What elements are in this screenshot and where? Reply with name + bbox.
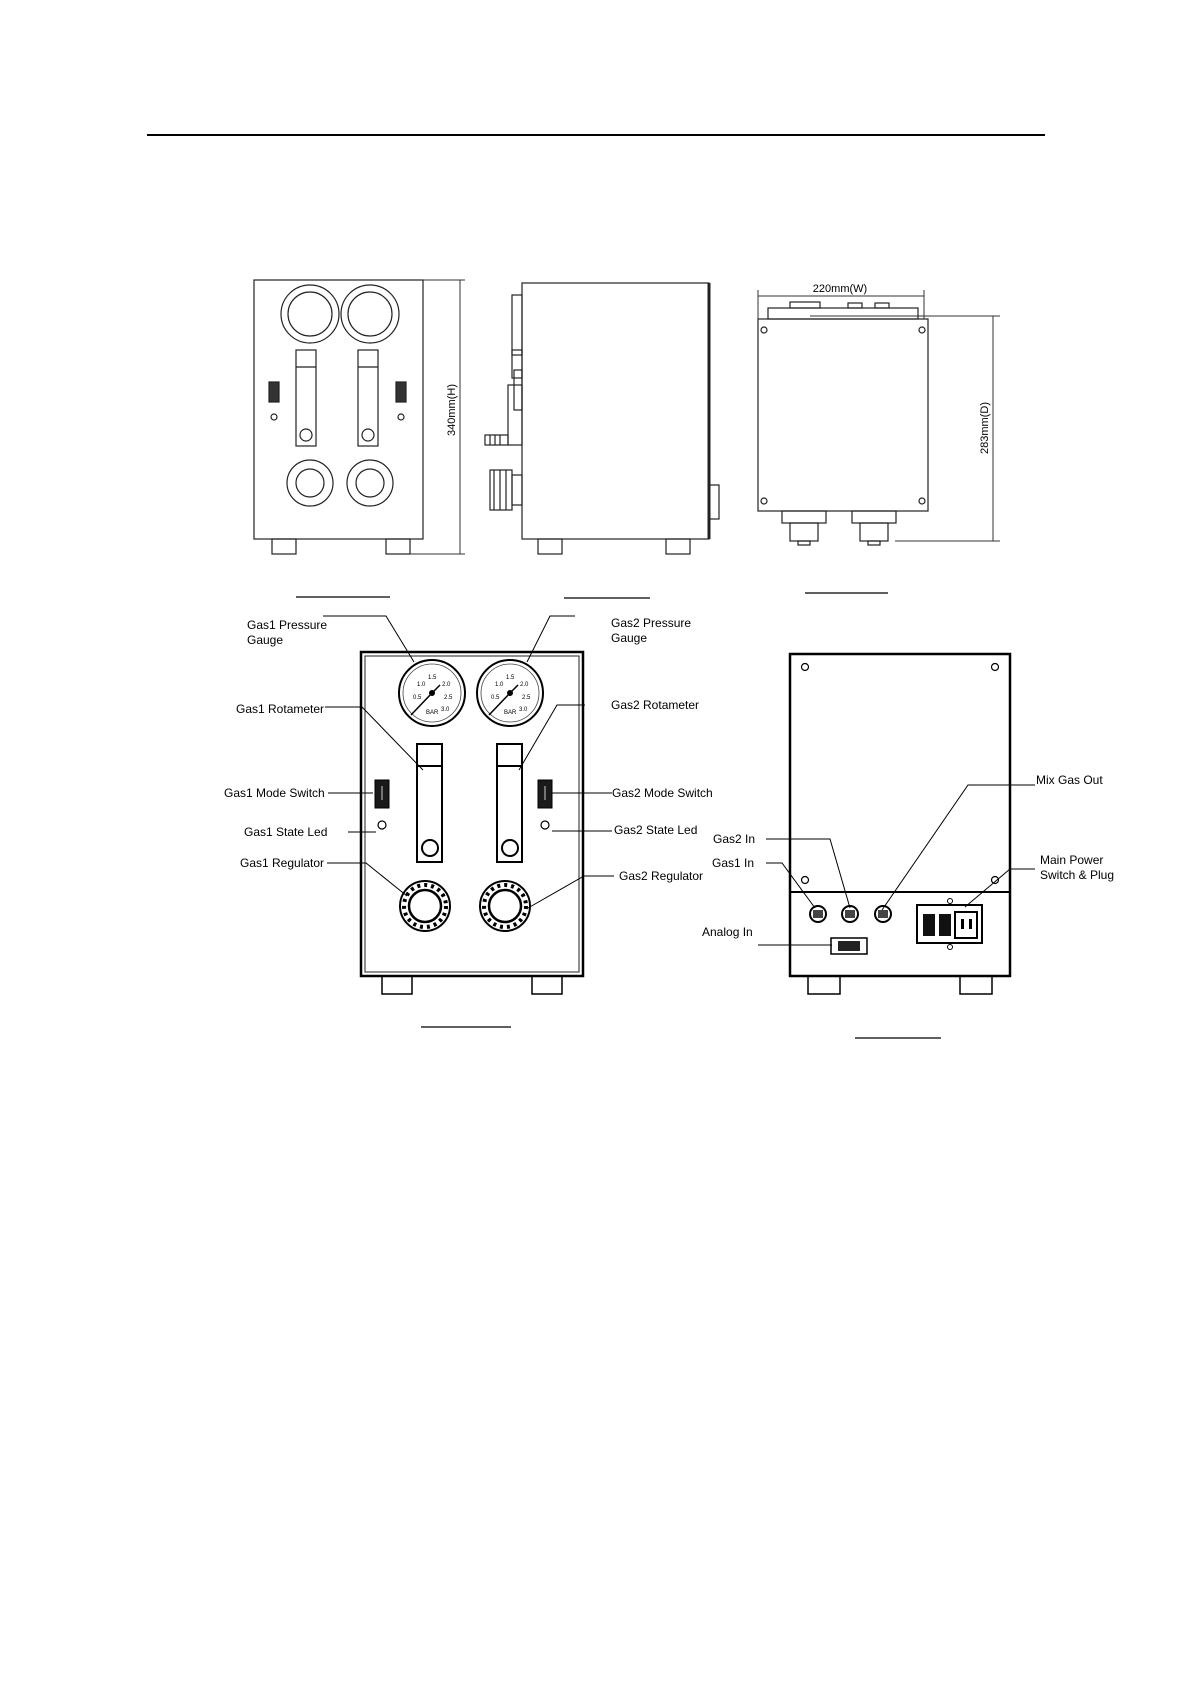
- mix-gas-out-port: [874, 905, 892, 923]
- mix-gas-out-label: Mix Gas Out: [1036, 773, 1103, 787]
- top-view: [757, 301, 929, 546]
- gas1-mode-switch-label: Gas1 Mode Switch: [224, 786, 325, 800]
- svg-text:2.0: 2.0: [520, 682, 529, 688]
- front-view-small: [253, 279, 424, 555]
- svg-text:0.5: 0.5: [491, 695, 500, 701]
- gas2-rotameter-label: Gas2 Rotameter: [611, 698, 699, 712]
- gas1-state-led-label: Gas1 State Led: [244, 825, 327, 839]
- depth-dimension-label: 283mm(D): [979, 402, 991, 454]
- gas2-pressure-gauge: [476, 659, 544, 727]
- svg-text:BAR: BAR: [504, 710, 517, 716]
- gas2-gauge-scale: 0.5 1.0 1.5 2.0 2.5 3.0 BAR: [491, 675, 531, 716]
- gas1-in-label: Gas1 In: [712, 856, 754, 870]
- svg-text:2.5: 2.5: [444, 695, 453, 701]
- gas1-gauge-scale: 0.5 1.0 1.5 2.0 2.5 3.0 BAR: [413, 675, 453, 716]
- gas2-state-led: [540, 820, 550, 830]
- gas1-state-led: [377, 820, 387, 830]
- analog-in-connector: [830, 937, 868, 955]
- svg-text:3.0: 3.0: [441, 707, 450, 713]
- gas1-pressure-gauge-label: Gas1 Pressure: [247, 618, 327, 632]
- front-leader-lines: [323, 615, 614, 909]
- front-view-detailed: [359, 650, 585, 995]
- side-view: [484, 282, 720, 555]
- width-dimension-label: 220mm(W): [813, 283, 867, 295]
- analog-in-label: Analog In: [702, 925, 753, 939]
- svg-text:1.0: 1.0: [495, 682, 504, 688]
- svg-text:0.5: 0.5: [413, 695, 422, 701]
- gas1-mode-switch: [374, 779, 390, 809]
- gas1-regulator-label: Gas1 Regulator: [240, 856, 324, 870]
- width-dimension: [757, 290, 925, 319]
- gas2-pressure-gauge-label: Gas2 Pressure: [611, 616, 691, 630]
- gas1-pressure-gauge-label-2: Gauge: [247, 633, 283, 647]
- height-dimension: [410, 279, 465, 555]
- gas2-in-label: Gas2 In: [713, 832, 755, 846]
- gas2-regulator-label: Gas2 Regulator: [619, 869, 703, 883]
- gas2-state-led-label: Gas2 State Led: [614, 823, 697, 837]
- svg-text:1.5: 1.5: [506, 675, 515, 681]
- svg-text:1.5: 1.5: [428, 675, 437, 681]
- gas1-pressure-gauge: [398, 659, 466, 727]
- gas1-rotameter-label: Gas1 Rotameter: [236, 702, 324, 716]
- svg-text:BAR: BAR: [426, 710, 439, 716]
- svg-text:1.0: 1.0: [417, 682, 426, 688]
- gas2-in-port: [841, 905, 859, 923]
- rear-view: [788, 652, 1012, 995]
- svg-text:2.0: 2.0: [442, 682, 451, 688]
- gas2-mode-switch-label: Gas2 Mode Switch: [612, 786, 713, 800]
- depth-dimension: [810, 315, 1000, 542]
- gas2-rotameter: [496, 743, 523, 863]
- main-power-switch-plug: [916, 898, 983, 950]
- main-power-label: Main Power: [1040, 853, 1103, 867]
- svg-text:2.5: 2.5: [522, 695, 531, 701]
- gas2-pressure-gauge-label-2: Gauge: [611, 631, 647, 645]
- gas1-regulator: [399, 880, 451, 932]
- gas1-rotameter: [416, 743, 443, 863]
- rear-leader-lines: [758, 784, 1035, 946]
- gas2-mode-switch: [537, 779, 553, 809]
- svg-text:3.0: 3.0: [519, 707, 528, 713]
- gas1-in-port: [809, 905, 827, 923]
- height-dimension-label: 340mm(H): [446, 384, 458, 436]
- gas2-regulator: [479, 880, 531, 932]
- main-power-label-2: Switch & Plug: [1040, 868, 1114, 882]
